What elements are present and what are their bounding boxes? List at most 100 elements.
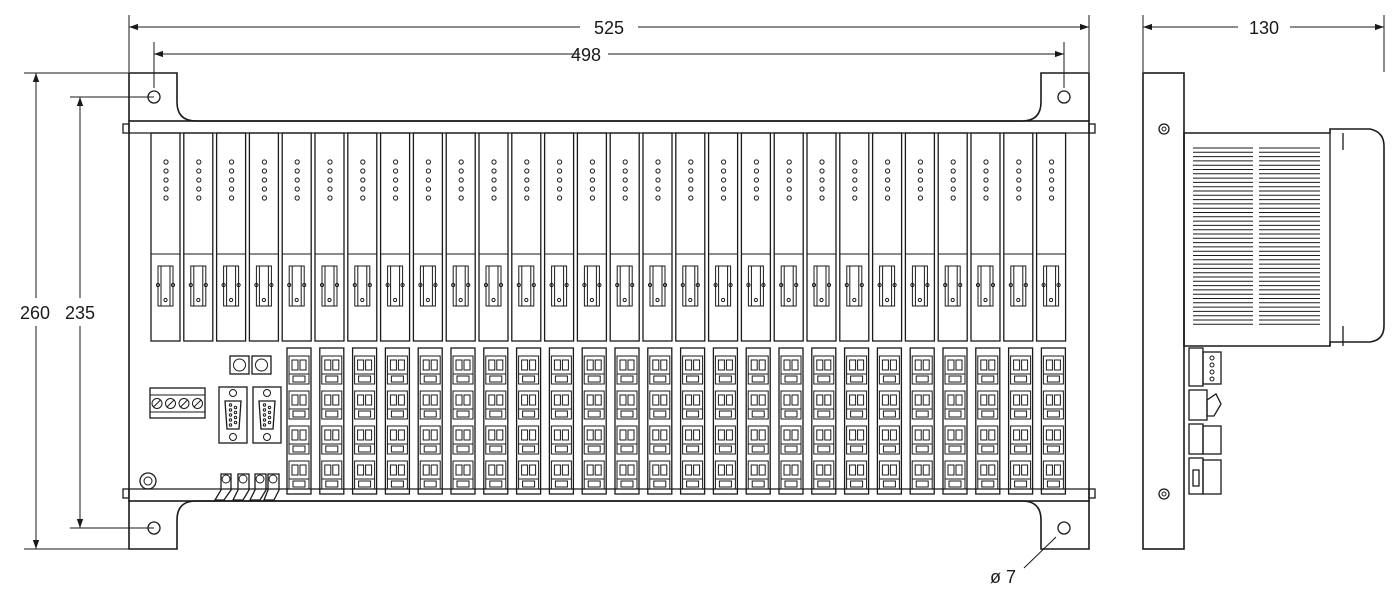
terminal-block	[977, 390, 999, 420]
led-indicator	[196, 195, 202, 201]
terminal-block	[911, 460, 933, 490]
side-ventilation-slots	[1193, 147, 1320, 325]
led-indicator	[294, 186, 300, 192]
led-indicator	[917, 159, 924, 165]
terminal-block	[288, 460, 310, 490]
io-module	[576, 132, 608, 342]
terminal-block	[714, 460, 736, 490]
led-indicator	[688, 168, 694, 174]
terminal-column	[745, 347, 771, 495]
led-indicator	[524, 177, 530, 183]
io-module	[937, 132, 968, 342]
led-indicator	[294, 168, 300, 174]
terminal-block	[452, 390, 474, 420]
terminal-block	[846, 425, 868, 455]
led-indicator	[327, 177, 333, 183]
terminal-block	[649, 460, 671, 490]
led-indicator	[655, 177, 661, 183]
led-indicator	[819, 195, 825, 201]
terminal-block	[616, 425, 638, 455]
led-indicator	[261, 186, 267, 192]
led-indicator	[1016, 186, 1022, 192]
terminal-block	[354, 390, 376, 420]
terminal-block	[485, 425, 507, 455]
led-indicator	[163, 186, 169, 192]
dim-130-label: 130	[1249, 18, 1279, 38]
led-indicator	[753, 159, 760, 165]
led-indicator	[425, 177, 431, 183]
mounting-hole-bottom-right	[1057, 521, 1071, 535]
terminal-column	[876, 347, 903, 495]
led-indicator	[753, 195, 760, 201]
led-indicator	[819, 186, 825, 192]
terminal-block	[944, 460, 966, 490]
terminal-block	[1042, 460, 1064, 490]
led-indicator	[852, 177, 858, 183]
terminal-block	[354, 425, 376, 455]
top-mounting-flange	[128, 72, 1090, 122]
terminal-block	[714, 425, 736, 455]
led-indicator	[622, 195, 628, 201]
terminal-block	[714, 355, 736, 385]
terminal-block	[682, 425, 704, 455]
led-indicator	[261, 177, 267, 183]
terminal-block	[878, 425, 900, 455]
dimension-hole-spacing-height: 235	[65, 96, 154, 529]
led-indicator	[786, 186, 792, 192]
dim-235-label: 235	[65, 303, 95, 323]
led-indicator	[786, 168, 792, 174]
terminal-block	[682, 460, 704, 490]
led-indicator	[983, 168, 989, 174]
terminal-block	[747, 460, 769, 490]
terminal-block	[419, 460, 441, 490]
io-module	[543, 132, 575, 342]
terminal-block	[518, 425, 540, 455]
terminal-block	[321, 460, 343, 490]
led-indicator	[1016, 159, 1022, 165]
ground-stud	[139, 472, 157, 490]
terminal-block	[846, 390, 868, 420]
terminal-block	[321, 425, 343, 455]
terminal-block	[419, 355, 441, 385]
io-module	[379, 132, 411, 342]
terminal-block	[813, 355, 835, 385]
led-indicator	[885, 168, 891, 174]
led-indicator	[589, 195, 596, 201]
terminal-block	[386, 460, 408, 490]
terminal-block	[321, 390, 343, 420]
front-view	[122, 72, 1096, 550]
terminal-block	[944, 355, 966, 385]
io-module	[675, 132, 706, 342]
led-indicator	[688, 186, 694, 192]
led-indicator	[589, 177, 596, 183]
io-module	[839, 132, 870, 342]
terminal-block	[550, 355, 572, 385]
terminal-block	[485, 390, 507, 420]
terminal-block	[518, 460, 540, 490]
led-indicator	[196, 159, 202, 165]
led-indicator	[885, 186, 891, 192]
terminal-block	[583, 390, 605, 420]
led-indicator	[1016, 177, 1022, 183]
dimension-hole-spacing-width: 498	[153, 42, 1065, 88]
led-indicator	[819, 168, 825, 174]
terminal-block	[911, 355, 933, 385]
terminal-block	[485, 460, 507, 490]
led-indicator	[163, 195, 169, 201]
io-module	[740, 132, 772, 342]
led-indicator	[524, 168, 530, 174]
led-indicator	[917, 168, 924, 174]
terminal-block	[1042, 355, 1064, 385]
led-indicator	[393, 177, 399, 183]
io-module	[183, 132, 214, 342]
terminal-block	[649, 390, 671, 420]
led-indicator	[819, 177, 825, 183]
terminal-block	[288, 425, 310, 455]
led-indicator	[622, 186, 628, 192]
terminal-block	[1010, 355, 1032, 385]
led-indicator	[688, 159, 694, 165]
led-indicator	[917, 195, 924, 201]
led-indicator	[294, 195, 300, 201]
terminal-block	[649, 355, 671, 385]
